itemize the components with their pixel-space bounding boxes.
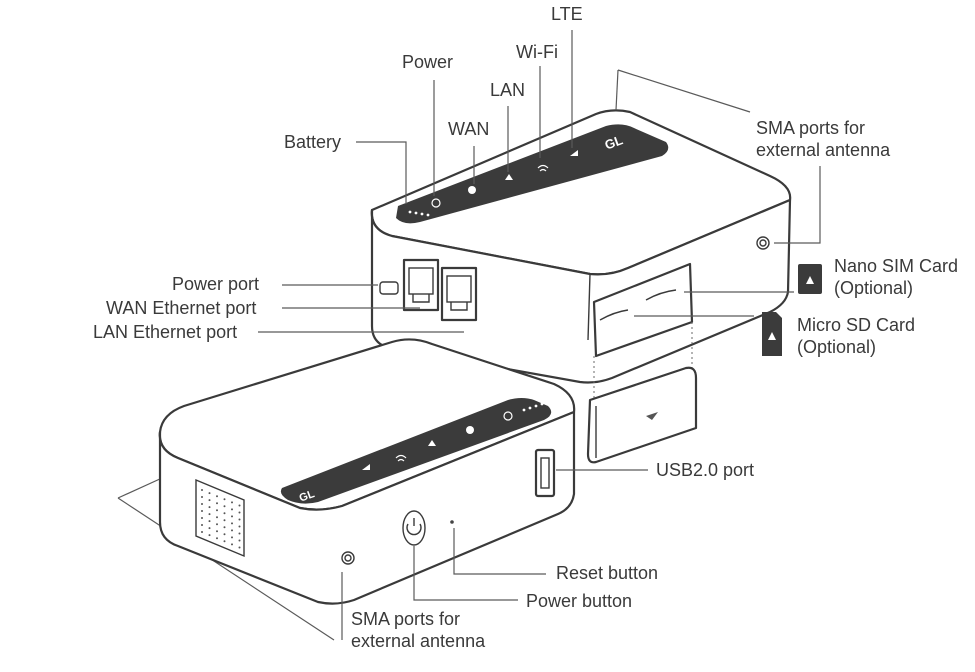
logo: GL [603,132,625,152]
label-lan-ethernet-port: LAN Ethernet port [93,322,237,342]
vent-hole [208,534,211,537]
power-port-icon [379,281,399,295]
leader-lines [258,30,821,640]
label-wan-ethernet-port: WAN Ethernet port [106,298,256,318]
vent-hole [201,531,203,533]
label-usb-port: USB2.0 port [656,460,754,480]
vent-hole [231,522,233,525]
label-battery: Battery [284,132,341,152]
vent-hole [201,510,203,512]
vent-hole [238,539,241,542]
vent-hole [216,495,218,498]
vent-hole [231,529,233,532]
vent-hole [223,512,226,515]
vent-hole [238,525,241,528]
label-lte: LTE [551,4,583,24]
reset-button-icon[interactable] [450,520,454,524]
label-nano-sim-2: (Optional) [834,278,913,298]
micro-sd-icon [762,312,782,356]
power-button-icon[interactable] [402,510,426,546]
vent-hole [223,540,226,543]
vent-hole [238,518,241,521]
label-sma-top-1: SMA ports for [756,118,865,138]
vent-hole [216,530,218,533]
bottom-logo: GL [298,488,317,505]
label-sma-top-2: external antenna [756,140,891,160]
vent-hole [238,532,241,535]
vent-hole [208,520,211,523]
wan-led-icon [468,186,476,194]
power-led-icon [431,198,441,208]
label-reset-button: Reset button [556,563,658,583]
vent-hole [238,546,241,549]
vent-hole [231,543,233,546]
label-sma-bottom-1: SMA ports for [351,609,460,629]
label-wifi: Wi-Fi [516,42,558,62]
label-lan: LAN [490,80,525,100]
vent-hole [208,506,211,509]
vent-hole [223,498,226,501]
vent-hole [231,501,233,504]
label-micro-sd-2: (Optional) [797,337,876,357]
vent-hole [223,526,226,529]
vent-hole [208,499,211,502]
label-power: Power [402,52,453,72]
label-wan: WAN [448,119,489,139]
sma-port-top-icon [756,236,770,250]
battery-led-icon [408,210,412,214]
vent-hole [238,511,241,514]
vent-hole [208,527,211,530]
vent-grille [195,478,245,558]
vent-hole [216,523,218,526]
vent-hole [201,489,203,491]
vent-hole [216,516,218,519]
nano-sim-icon [798,264,822,294]
label-sma-bottom-2: external antenna [351,631,486,651]
vent-hole [216,502,218,505]
vent-hole [223,519,226,522]
slot-cover [586,366,698,464]
vent-hole [201,503,203,505]
vent-hole [223,533,226,536]
vent-hole [216,537,218,540]
wifi-led-icon [537,164,549,172]
vent-hole [231,508,233,511]
usb-port-icon [534,448,556,498]
bottom-device: GL [117,338,576,641]
lte-led-icon [570,150,578,156]
vent-hole [208,513,211,516]
vent-hole [238,504,241,507]
vent-hole [231,536,233,539]
bottom-led-panel [280,398,552,504]
label-nano-sim-1: Nano SIM Card [834,256,958,276]
label-power-port: Power port [172,274,259,294]
vent-hole [208,492,211,495]
top-led-panel [396,124,669,224]
vent-hole [216,509,218,512]
sma-port-bottom-icon [341,551,355,565]
lan-led-icon [505,174,513,180]
label-micro-sd-1: Micro SD Card [797,315,915,335]
vent-hole [231,515,233,518]
vent-hole [223,505,226,508]
top-device: GL [370,109,792,464]
label-power-button: Power button [526,591,632,611]
bottom-device-side-face [158,410,576,605]
vent-hole [201,524,203,526]
vent-hole [201,517,203,519]
vent-hole [201,496,203,498]
